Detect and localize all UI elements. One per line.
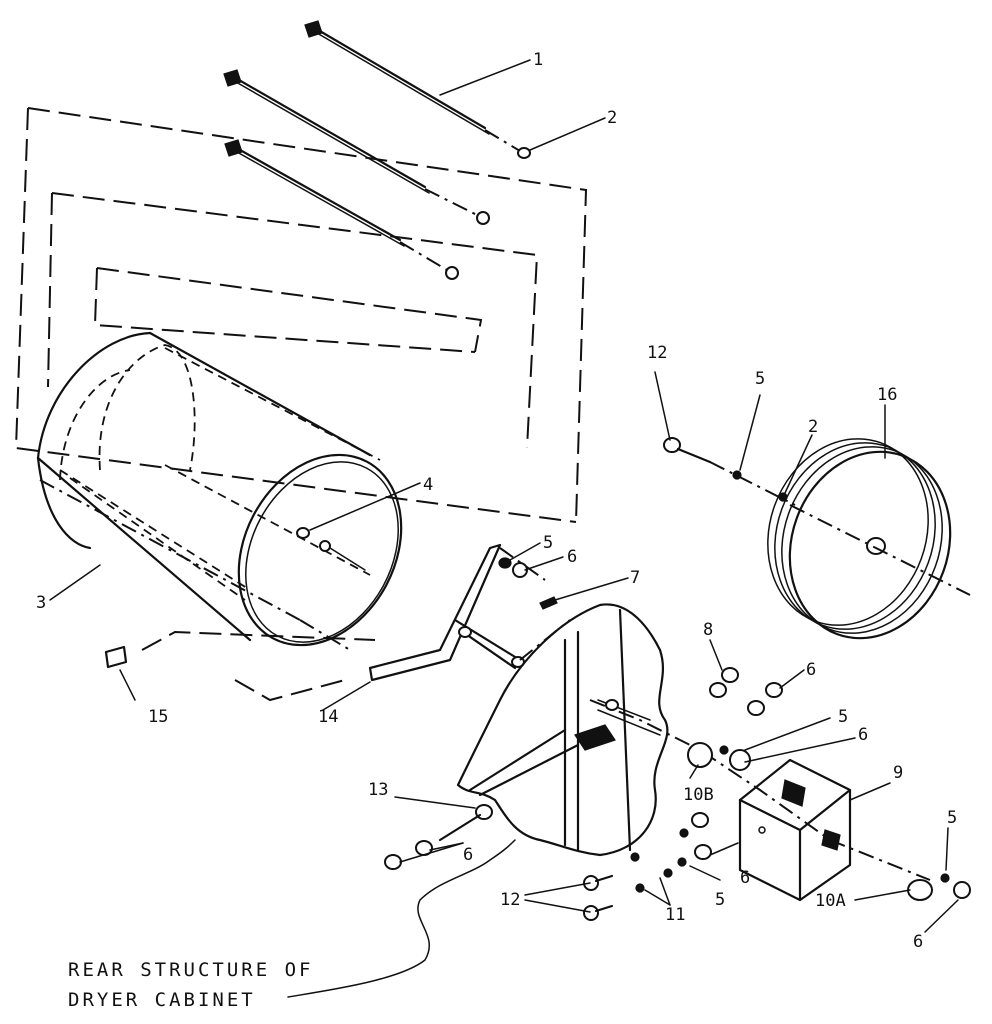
callout-5: 5 [947, 808, 957, 828]
phantom-panels [14, 107, 588, 523]
callout-10a: 10A [815, 891, 846, 911]
callout-11: 11 [665, 905, 685, 925]
rod-nuts [445, 147, 531, 280]
callout-6: 6 [567, 547, 577, 567]
callout-4: 4 [423, 475, 433, 495]
callout-16: 16 [877, 385, 897, 405]
callout-6: 6 [806, 660, 816, 680]
tie-rods [223, 20, 526, 274]
pulley-shaft-hardware [663, 437, 796, 506]
cabinet-caption: REAR STRUCTURE OF DRYER CABINET [68, 959, 313, 1011]
caption-line-2: DRYER CABINET [68, 989, 256, 1011]
callout-6: 6 [858, 725, 868, 745]
callout-13: 13 [368, 780, 388, 800]
idler-pulley [767, 438, 971, 640]
callout-3: 3 [36, 593, 46, 613]
callout-2: 2 [808, 417, 818, 437]
mounting-block [738, 758, 852, 902]
callout-6: 6 [463, 845, 473, 865]
bracket-hardware [498, 557, 558, 610]
callout-5: 5 [838, 707, 848, 727]
callout-1: 1 [533, 50, 543, 70]
callout-15: 15 [148, 707, 168, 727]
clip-part-15 [104, 630, 376, 702]
callout-5: 5 [543, 533, 553, 553]
callout-5: 5 [755, 369, 765, 389]
rollers-and-fasteners [384, 667, 971, 921]
callout-numbers: 1 2 3 4 5 6 7 15 14 12 5 2 16 8 6 5 6 9 … [36, 50, 957, 952]
callout-7: 7 [630, 568, 640, 588]
callout-9: 9 [893, 763, 903, 783]
callout-10b: 10B [683, 785, 714, 805]
callout-2: 2 [607, 108, 617, 128]
callout-5: 5 [715, 890, 725, 910]
callout-6: 6 [740, 868, 750, 888]
callout-6: 6 [913, 932, 923, 952]
caption-line-1: REAR STRUCTURE OF [68, 959, 313, 981]
callout-8: 8 [703, 620, 713, 640]
rear-cabinet-structure [456, 603, 931, 881]
leader-lines [49, 59, 959, 998]
callout-12: 12 [500, 890, 520, 910]
callout-14: 14 [318, 707, 338, 727]
callout-12: 12 [647, 343, 667, 363]
